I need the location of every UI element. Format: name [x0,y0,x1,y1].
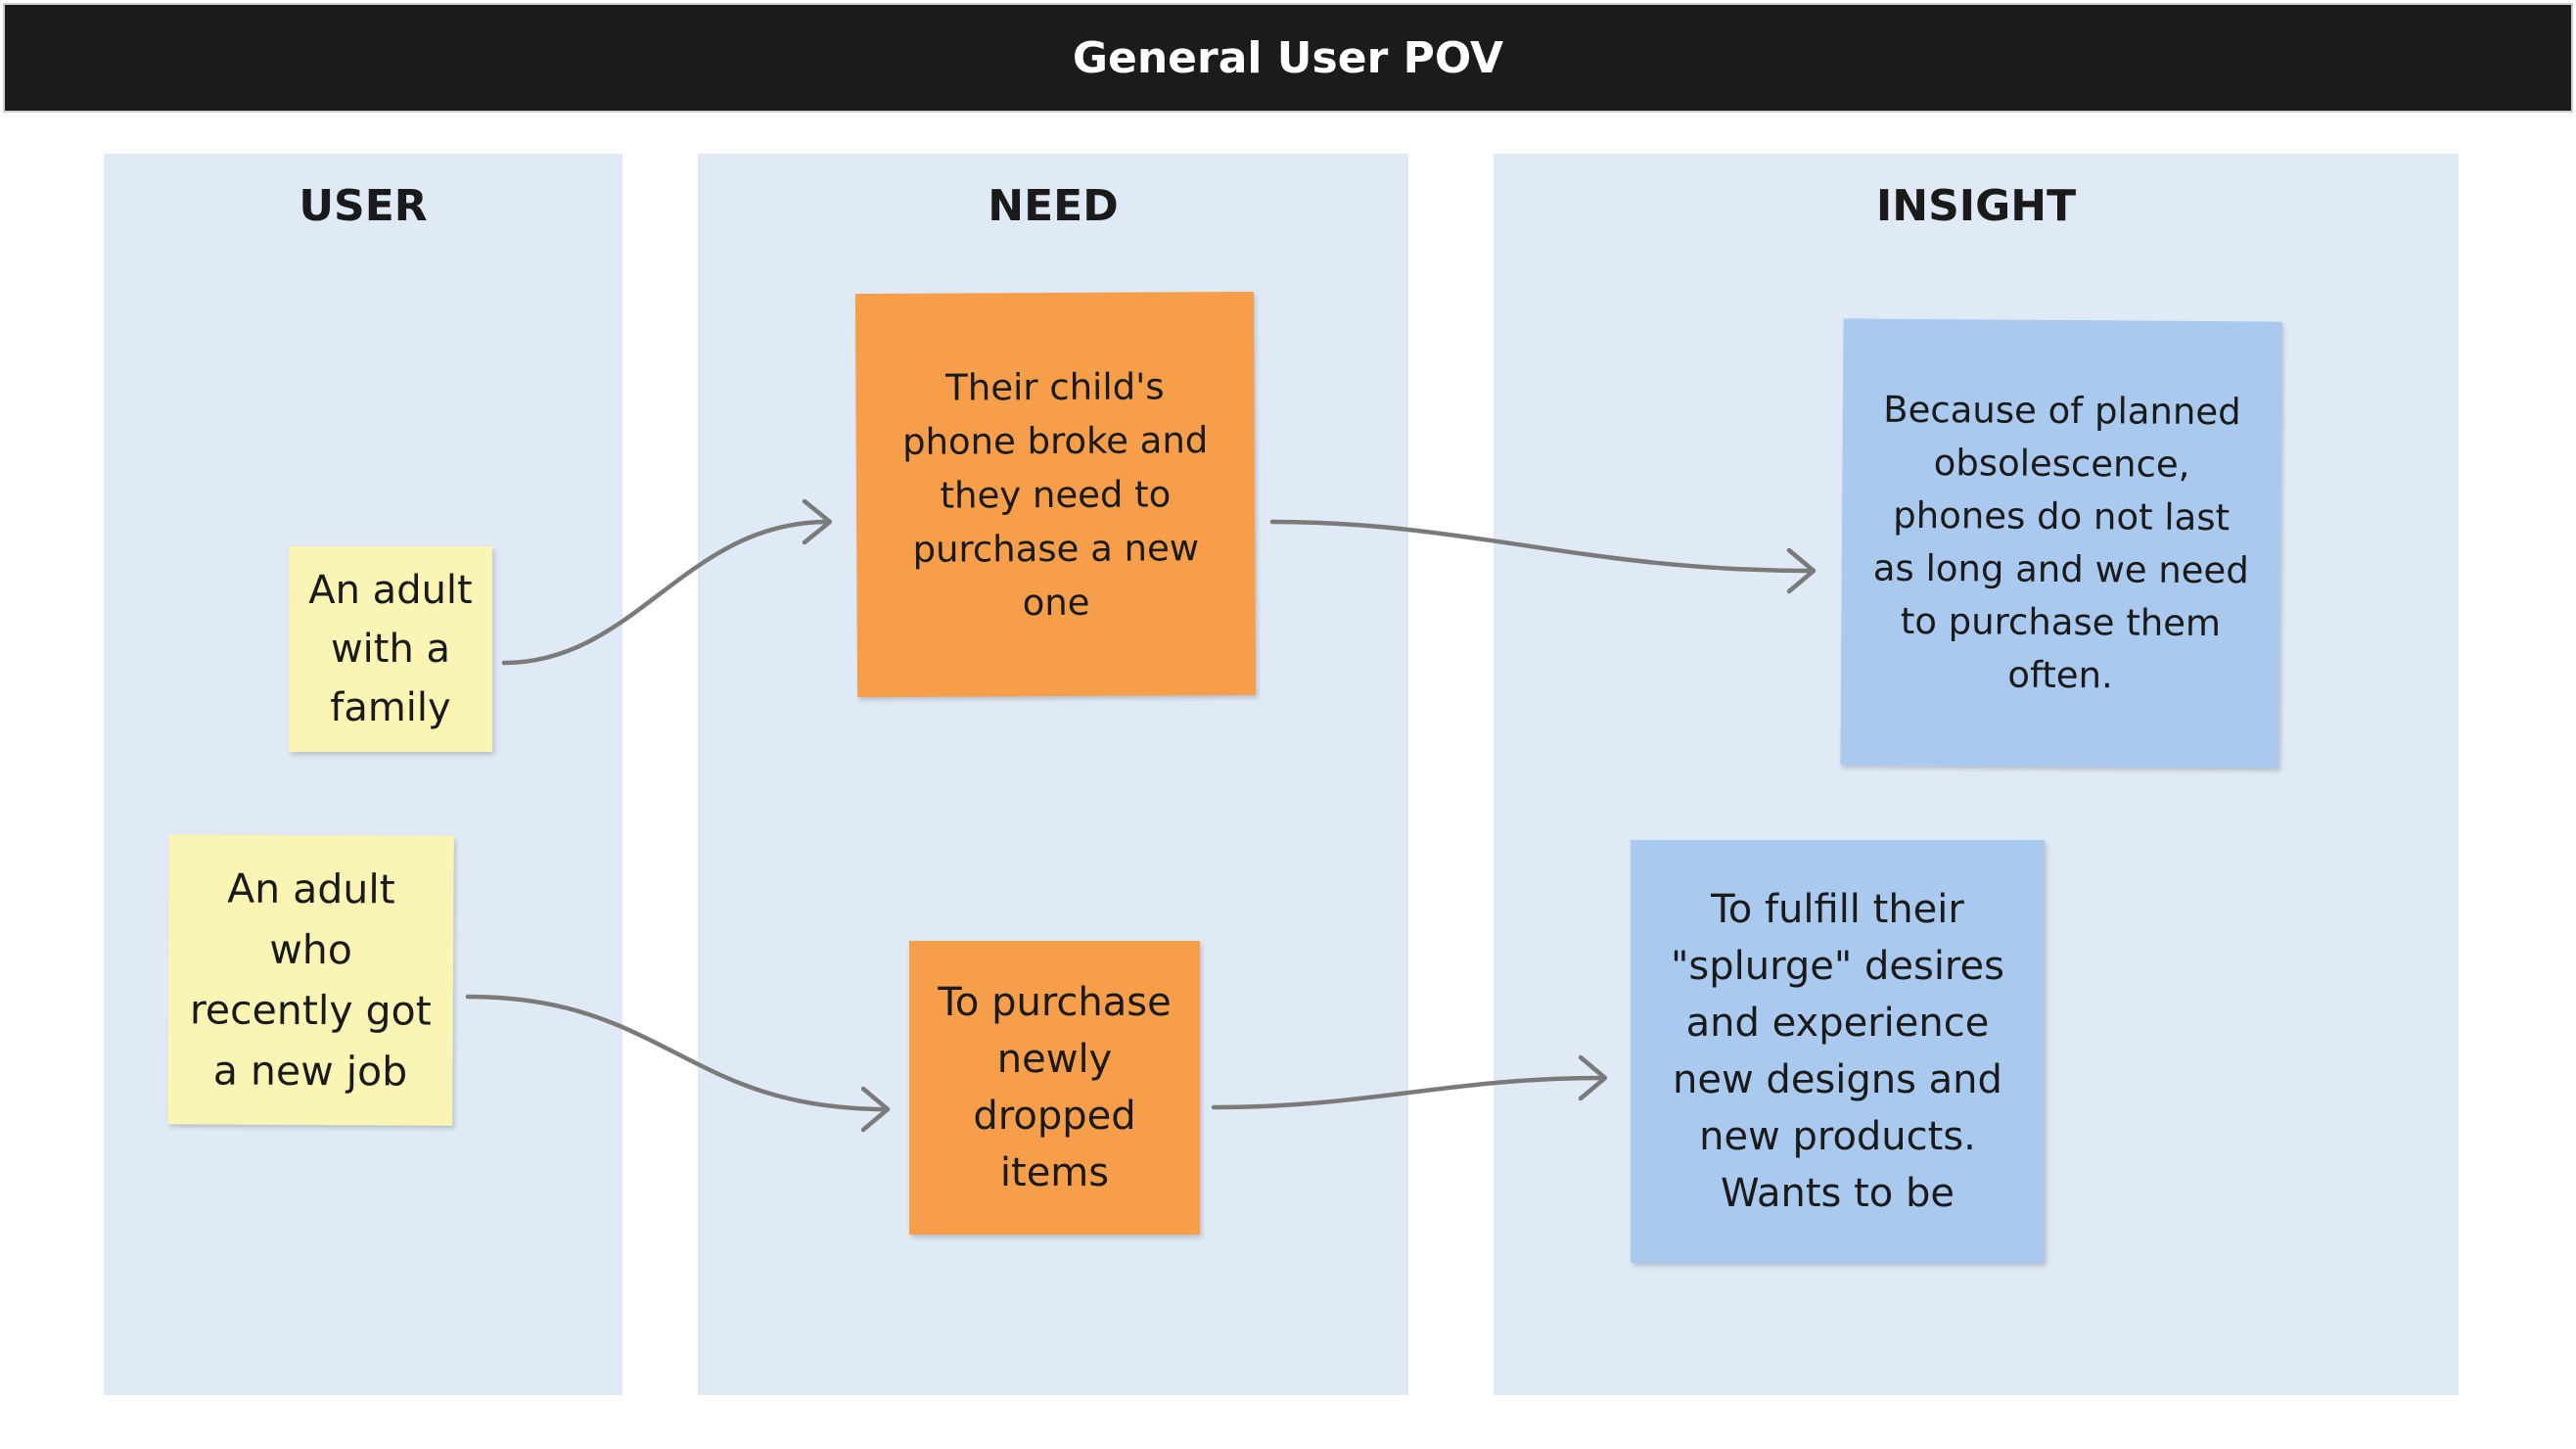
note-line: they need to [940,472,1172,517]
note-line: one [1022,581,1090,624]
note-line: Because of planned [1883,388,2241,434]
note-line: obsolescence, [1933,442,2190,486]
note-line: dropped [973,1094,1136,1139]
note-line: who [269,925,353,974]
insight-column-title: INSIGHT [1875,181,2077,231]
insight-note-splurge[interactable]: To fulfill their "splurge" desires and e… [1631,840,2045,1263]
need-column-title: NEED [988,181,1119,231]
insight-note-obsolescence[interactable]: Because of planned obsolescence, phones … [1840,318,2282,769]
note-line: new designs and [1673,1057,2002,1102]
note-line: items [999,1150,1110,1195]
note-line: phones do not last [1893,493,2231,539]
user-column-title: USER [299,181,428,231]
note-line: and experience [1685,1001,1990,1046]
note-line: recently got [189,986,432,1035]
need-note-phone-broke[interactable]: Their child's phone broke and they need … [854,291,1257,698]
note-line: phone broke and [901,418,1209,463]
note-line: Wants to be [1721,1171,1955,1216]
note-line: as long and we need [1872,546,2249,592]
board-title: General User POV [1072,32,1504,83]
need-note-new-items[interactable]: To purchase newly dropped items [909,941,1200,1235]
user-note-family[interactable]: An adult with a family [289,546,492,752]
user-note-new-job[interactable]: An adult who recently got a new job [167,834,454,1126]
board-header: General User POV [3,3,2573,113]
note-line: with a [330,627,451,672]
note-line: Their child's [945,364,1165,409]
note-line: family [330,685,451,730]
note-line: To fulfill their [1711,887,1964,932]
note-line: a new job [212,1047,408,1096]
note-line: newly [996,1037,1113,1082]
note-line: An adult [227,865,395,913]
note-line: To purchase [938,980,1172,1025]
note-line: often. [2007,653,2113,697]
user-column: USER [104,154,622,1395]
note-line: "splurge" desires [1671,944,2004,989]
note-line: new products. [1699,1114,1976,1159]
note-line: An adult [308,568,473,613]
note-line: to purchase them [1900,599,2222,645]
note-line: purchase a new [912,526,1200,571]
